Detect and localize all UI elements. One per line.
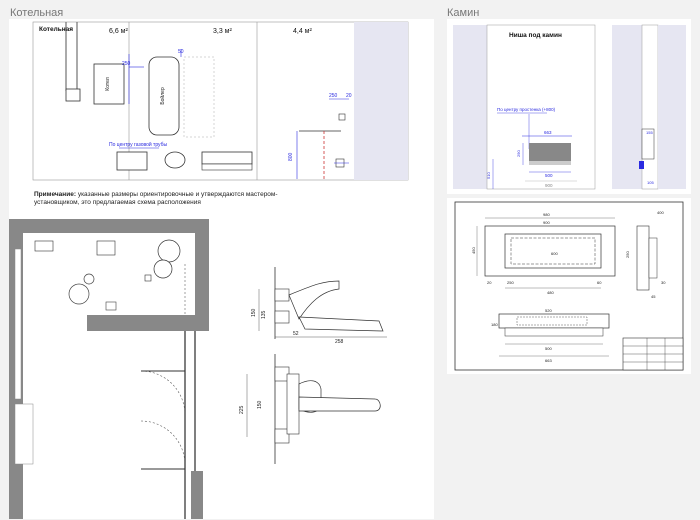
dim-290: 290: [516, 150, 521, 157]
dim-155: 155: [646, 130, 653, 135]
boiler-room-sheet[interactable]: Котельная 6,6 м² 3,3 м² 4,4 м² Котел 250…: [9, 19, 434, 519]
faucet-dim-52: 52: [293, 331, 299, 337]
td-dim-400: 400: [657, 210, 664, 215]
boiler-room-drawing: Котельная 6,6 м² 3,3 м² 4,4 м² Котел 250…: [9, 21, 409, 519]
technical-drawing: 980 900 450 600 480 20 250 60 400 250 30…: [454, 201, 684, 371]
note-bold: Примечание:: [34, 191, 76, 198]
area-label-1: 6,6 м²: [109, 28, 128, 35]
area-label-2: 3,3 м²: [213, 28, 232, 35]
dim-663: 663: [544, 130, 552, 135]
td-dim-45: 45: [651, 294, 656, 299]
dim-510: 510: [486, 172, 491, 179]
fireplace-niche-sheet[interactable]: Ниша под камин По центру простенка (+800…: [447, 19, 691, 194]
dim-250-b: 250: [329, 93, 338, 99]
faucet-dim-258: 258: [335, 339, 344, 345]
dim-105: 105: [647, 180, 654, 185]
faucet-dim-135: 135: [261, 310, 267, 319]
gas-meter: [65, 88, 81, 102]
boiler-unit: [93, 63, 125, 105]
note-text: Примечание: указанные размеры ориентиров…: [34, 191, 304, 207]
td-dim-180: 180: [491, 322, 498, 327]
faucet-side-view: 150 135 52 258: [251, 267, 387, 345]
td-dim-60: 60: [597, 280, 602, 285]
section-title-boiler-room: Котельная: [10, 7, 64, 19]
note-body: указанные размеры ориентировочные и утве…: [34, 191, 278, 206]
heater-label: Бойлер: [159, 87, 166, 105]
dim-250-a: 250: [122, 61, 131, 67]
faucet-front-view: 225 150: [239, 354, 381, 464]
technical-drawing-sheet[interactable]: 980 900 450 600 480 20 250 60 400 250 30…: [447, 198, 691, 374]
dim-900: 900: [545, 183, 553, 188]
water-heater: [148, 56, 180, 136]
td-dim-520: 520: [545, 308, 552, 313]
faucet-dim-150-a: 150: [251, 308, 257, 317]
td-dim-600: 600: [551, 251, 558, 256]
niche-box: [529, 143, 571, 161]
fireplace-niche-drawing: Ниша под камин По центру простенка (+800…: [453, 24, 686, 190]
dim-800: 800: [288, 152, 294, 161]
td-dim-980: 980: [543, 212, 550, 217]
td-dim-480: 480: [547, 290, 554, 295]
faucet-dim-225: 225: [239, 405, 245, 414]
section-title-fireplace: Камин: [447, 7, 480, 19]
td-dim-450: 450: [471, 247, 476, 254]
faucet-dim-150-b: 150: [257, 400, 263, 409]
td-dim-20: 20: [487, 280, 492, 285]
td-dim-250-a: 250: [507, 280, 514, 285]
niche-title: Ниша под камин: [509, 32, 562, 39]
dim-500: 500: [545, 173, 553, 178]
boiler-label: Котел: [105, 77, 111, 90]
dim-20: 20: [346, 93, 352, 99]
center-label: По центру простенка (+800): [497, 107, 556, 112]
td-dim-30: 30: [661, 280, 666, 285]
td-dim-663: 663: [545, 358, 552, 363]
td-dim-900: 900: [543, 220, 550, 225]
person-symbol: [68, 283, 90, 305]
room-label: Котельная: [39, 26, 73, 33]
td-dim-250-b: 250: [625, 251, 630, 258]
gas-pipe-label: По центру газовой трубы: [109, 141, 167, 148]
area-label-3: 4,4 м²: [293, 28, 312, 35]
dim-50: 50: [178, 49, 184, 55]
td-dim-500: 500: [545, 346, 552, 351]
